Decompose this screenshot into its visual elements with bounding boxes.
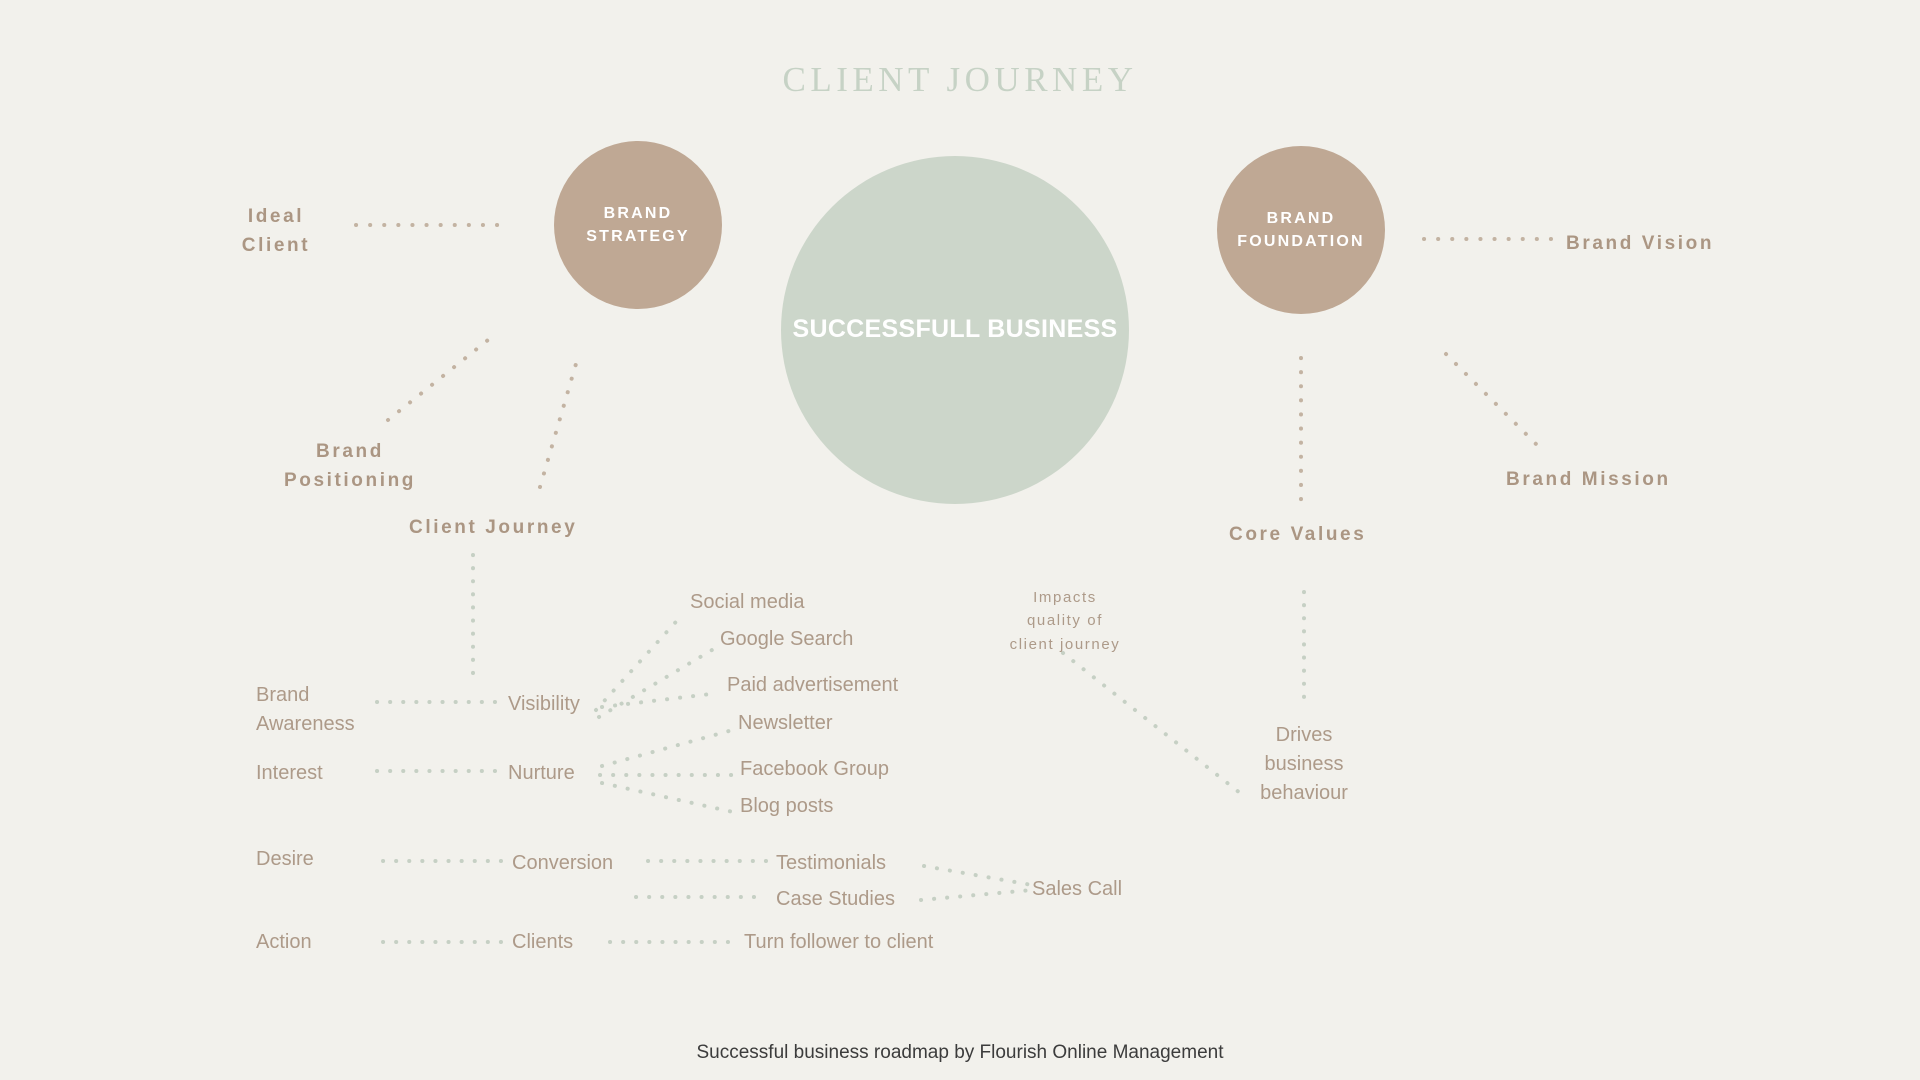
brand-positioning-label[interactable]: Brand Positioning [283, 441, 417, 492]
brand-strategy-circle[interactable]: BRAND STRATEGY [554, 141, 722, 309]
brand-vision-label[interactable]: Brand Vision [1566, 233, 1715, 254]
tactic-social-media[interactable]: Social media [690, 591, 805, 613]
ideal-client-label[interactable]: Ideal Client [241, 206, 311, 257]
brand-mission-label[interactable]: Brand Mission [1506, 469, 1671, 490]
line-impacts-diagonal [1061, 651, 1242, 795]
tactic-facebook-group[interactable]: Facebook Group [740, 758, 889, 780]
successful-business-circle[interactable]: SUCCESSFULL BUSINESS [781, 156, 1129, 504]
action-nurture[interactable]: Nurture [508, 762, 575, 784]
action-clients[interactable]: Clients [512, 931, 574, 953]
brand-strategy-label: BRAND STRATEGY [586, 204, 690, 245]
brand-foundation-label: BRAND FOUNDATION [1237, 209, 1365, 250]
action-visibility[interactable]: Visibility [508, 693, 580, 715]
tactic-testimonials[interactable]: Testimonials [776, 852, 887, 874]
tactic-google-search[interactable]: Google Search [720, 628, 854, 650]
tactic-paid-advertisement[interactable]: Paid advertisement [727, 674, 899, 696]
stage-brand-awareness[interactable]: Brand Awareness [256, 684, 355, 735]
drives-business-note: Drives business behaviour [1260, 724, 1348, 804]
outcome-sales-call[interactable]: Sales Call [1032, 878, 1123, 900]
tactic-newsletter[interactable]: Newsletter [738, 712, 833, 734]
core-values-label[interactable]: Core Values [1229, 524, 1367, 545]
tactic-turn-follower-to-client[interactable]: Turn follower to client [744, 931, 934, 953]
stage-interest[interactable]: Interest [256, 762, 323, 784]
successful-business-label: SUCCESSFULL BUSINESS [792, 315, 1118, 344]
action-conversion[interactable]: Conversion [512, 852, 614, 874]
line-brand-positioning [386, 330, 500, 422]
footer-caption: Successful business roadmap by Flourish … [696, 1042, 1224, 1063]
line-client-journey [538, 355, 580, 489]
tactic-blog-posts[interactable]: Blog posts [740, 795, 834, 817]
stage-desire[interactable]: Desire [256, 848, 314, 870]
tactic-case-studies[interactable]: Case Studies [776, 888, 895, 910]
impacts-quality-note: Impacts quality of client journey [1009, 589, 1121, 653]
brand-foundation-circle[interactable]: BRAND FOUNDATION [1217, 146, 1385, 314]
client-journey-label[interactable]: Client Journey [409, 517, 578, 538]
stage-action[interactable]: Action [256, 931, 312, 953]
line-brand-mission [1444, 352, 1544, 452]
page-title: CLIENT JOURNEY [782, 60, 1138, 99]
